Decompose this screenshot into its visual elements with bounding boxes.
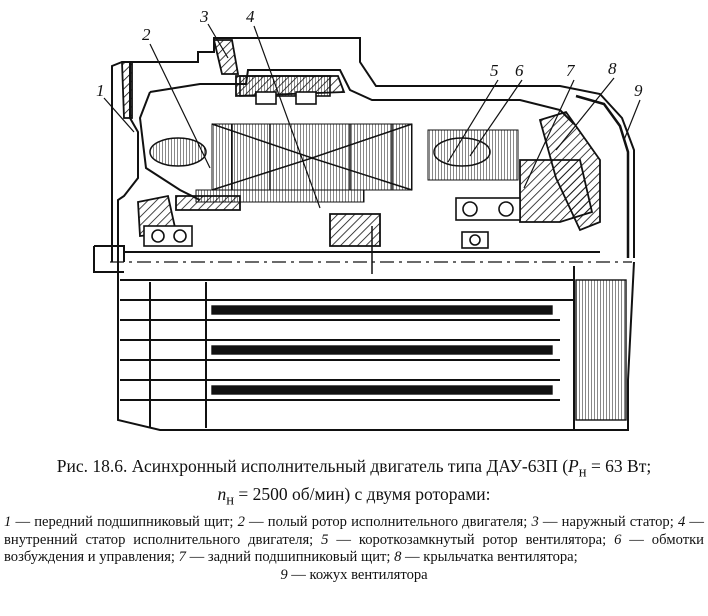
callout-5: 5 bbox=[490, 61, 499, 80]
legend-num: 3 bbox=[531, 514, 539, 530]
legend-item: 4 — внутренний статор исполнительного дв… bbox=[4, 514, 704, 548]
legend-text: — полый ротор исполнительного двигателя; bbox=[244, 514, 532, 530]
legend-num: 8 bbox=[394, 549, 402, 566]
legend-item: 7 — задний подшипниковый щит; bbox=[179, 549, 394, 565]
legend-text: — наружный статор; bbox=[538, 514, 678, 530]
legend-text: — обмотки возбуждения и управления; bbox=[4, 531, 704, 566]
legend-item: 8 — крыльчатка вентилятора; bbox=[394, 549, 578, 565]
legend-text: — передний подшипниковый щит; bbox=[11, 514, 238, 530]
legend-num: 9 bbox=[280, 566, 288, 583]
legend-num: 6 bbox=[614, 531, 622, 548]
legend-item: 2 — полый ротор исполнительного двигател… bbox=[238, 514, 532, 530]
legend-num: 1 bbox=[4, 514, 12, 530]
motor-drawing: 1 2 3 4 5 6 7 8 9 bbox=[93, 7, 643, 431]
legend-num: 4 bbox=[677, 514, 686, 530]
callout-3: 3 bbox=[199, 7, 209, 26]
callout-8: 8 bbox=[608, 59, 617, 78]
caption-title-text: Асинхронный исполнительный двигатель тип… bbox=[131, 456, 569, 476]
callout-2: 2 bbox=[142, 25, 151, 44]
speed-sub: н bbox=[226, 492, 235, 508]
legend-text: — внутренний статор исполнительного двиг… bbox=[4, 514, 704, 548]
legend-item: 9 — кожух вентилятора bbox=[4, 567, 704, 585]
figure-caption: Рис. 18.6. Асинхронный исполнительный дв… bbox=[0, 452, 708, 616]
winding-end-left bbox=[149, 137, 207, 167]
caption-prefix: Рис. 18.6. bbox=[56, 456, 128, 476]
legend-item: 6 — обмотки возбуждения и управления; bbox=[4, 532, 704, 566]
callout-6: 6 bbox=[515, 61, 524, 80]
callout-9: 9 bbox=[634, 81, 643, 100]
legend-num: 5 bbox=[321, 531, 329, 548]
legend-item: 1 — передний подшипниковый щит; bbox=[4, 514, 238, 530]
speed-symbol: n bbox=[217, 483, 227, 504]
callout-7: 7 bbox=[566, 61, 576, 80]
legend-item: 5 — короткозамкнутый ротор вентилятора; bbox=[321, 532, 614, 548]
legend-text: — задний подшипниковый щит; bbox=[185, 549, 395, 566]
callout-1: 1 bbox=[96, 81, 105, 100]
motor-body-lower bbox=[117, 261, 635, 431]
shaft bbox=[93, 245, 125, 273]
power-sub: н bbox=[578, 464, 587, 481]
legend-num: 7 bbox=[178, 549, 186, 566]
legend: 1 — передний подшипниковый щит; 2 — полы… bbox=[4, 514, 704, 584]
legend-text: — кожух вентилятора bbox=[287, 566, 428, 583]
legend-num: 2 bbox=[237, 514, 245, 530]
power-symbol: P bbox=[568, 456, 579, 476]
legend-text: — короткозамкнутый ротор вентилятора; bbox=[328, 531, 615, 548]
housing-outline bbox=[122, 37, 635, 258]
hollow-rotor bbox=[195, 189, 365, 203]
speed-value: = 2500 об/мин) с двумя роторами: bbox=[234, 483, 491, 504]
winding-end-right bbox=[433, 137, 491, 167]
cooling-fins bbox=[211, 305, 553, 395]
legend-item: 3 — наружный статор; bbox=[531, 514, 677, 530]
caption-title: Рис. 18.6. Асинхронный исполнительный дв… bbox=[6, 456, 702, 511]
fan-impeller bbox=[538, 110, 601, 232]
callout-4: 4 bbox=[246, 7, 255, 26]
power-value: = 63 Вт; bbox=[586, 456, 652, 476]
legend-text: — крыльчатка вентилятора; bbox=[401, 549, 578, 566]
